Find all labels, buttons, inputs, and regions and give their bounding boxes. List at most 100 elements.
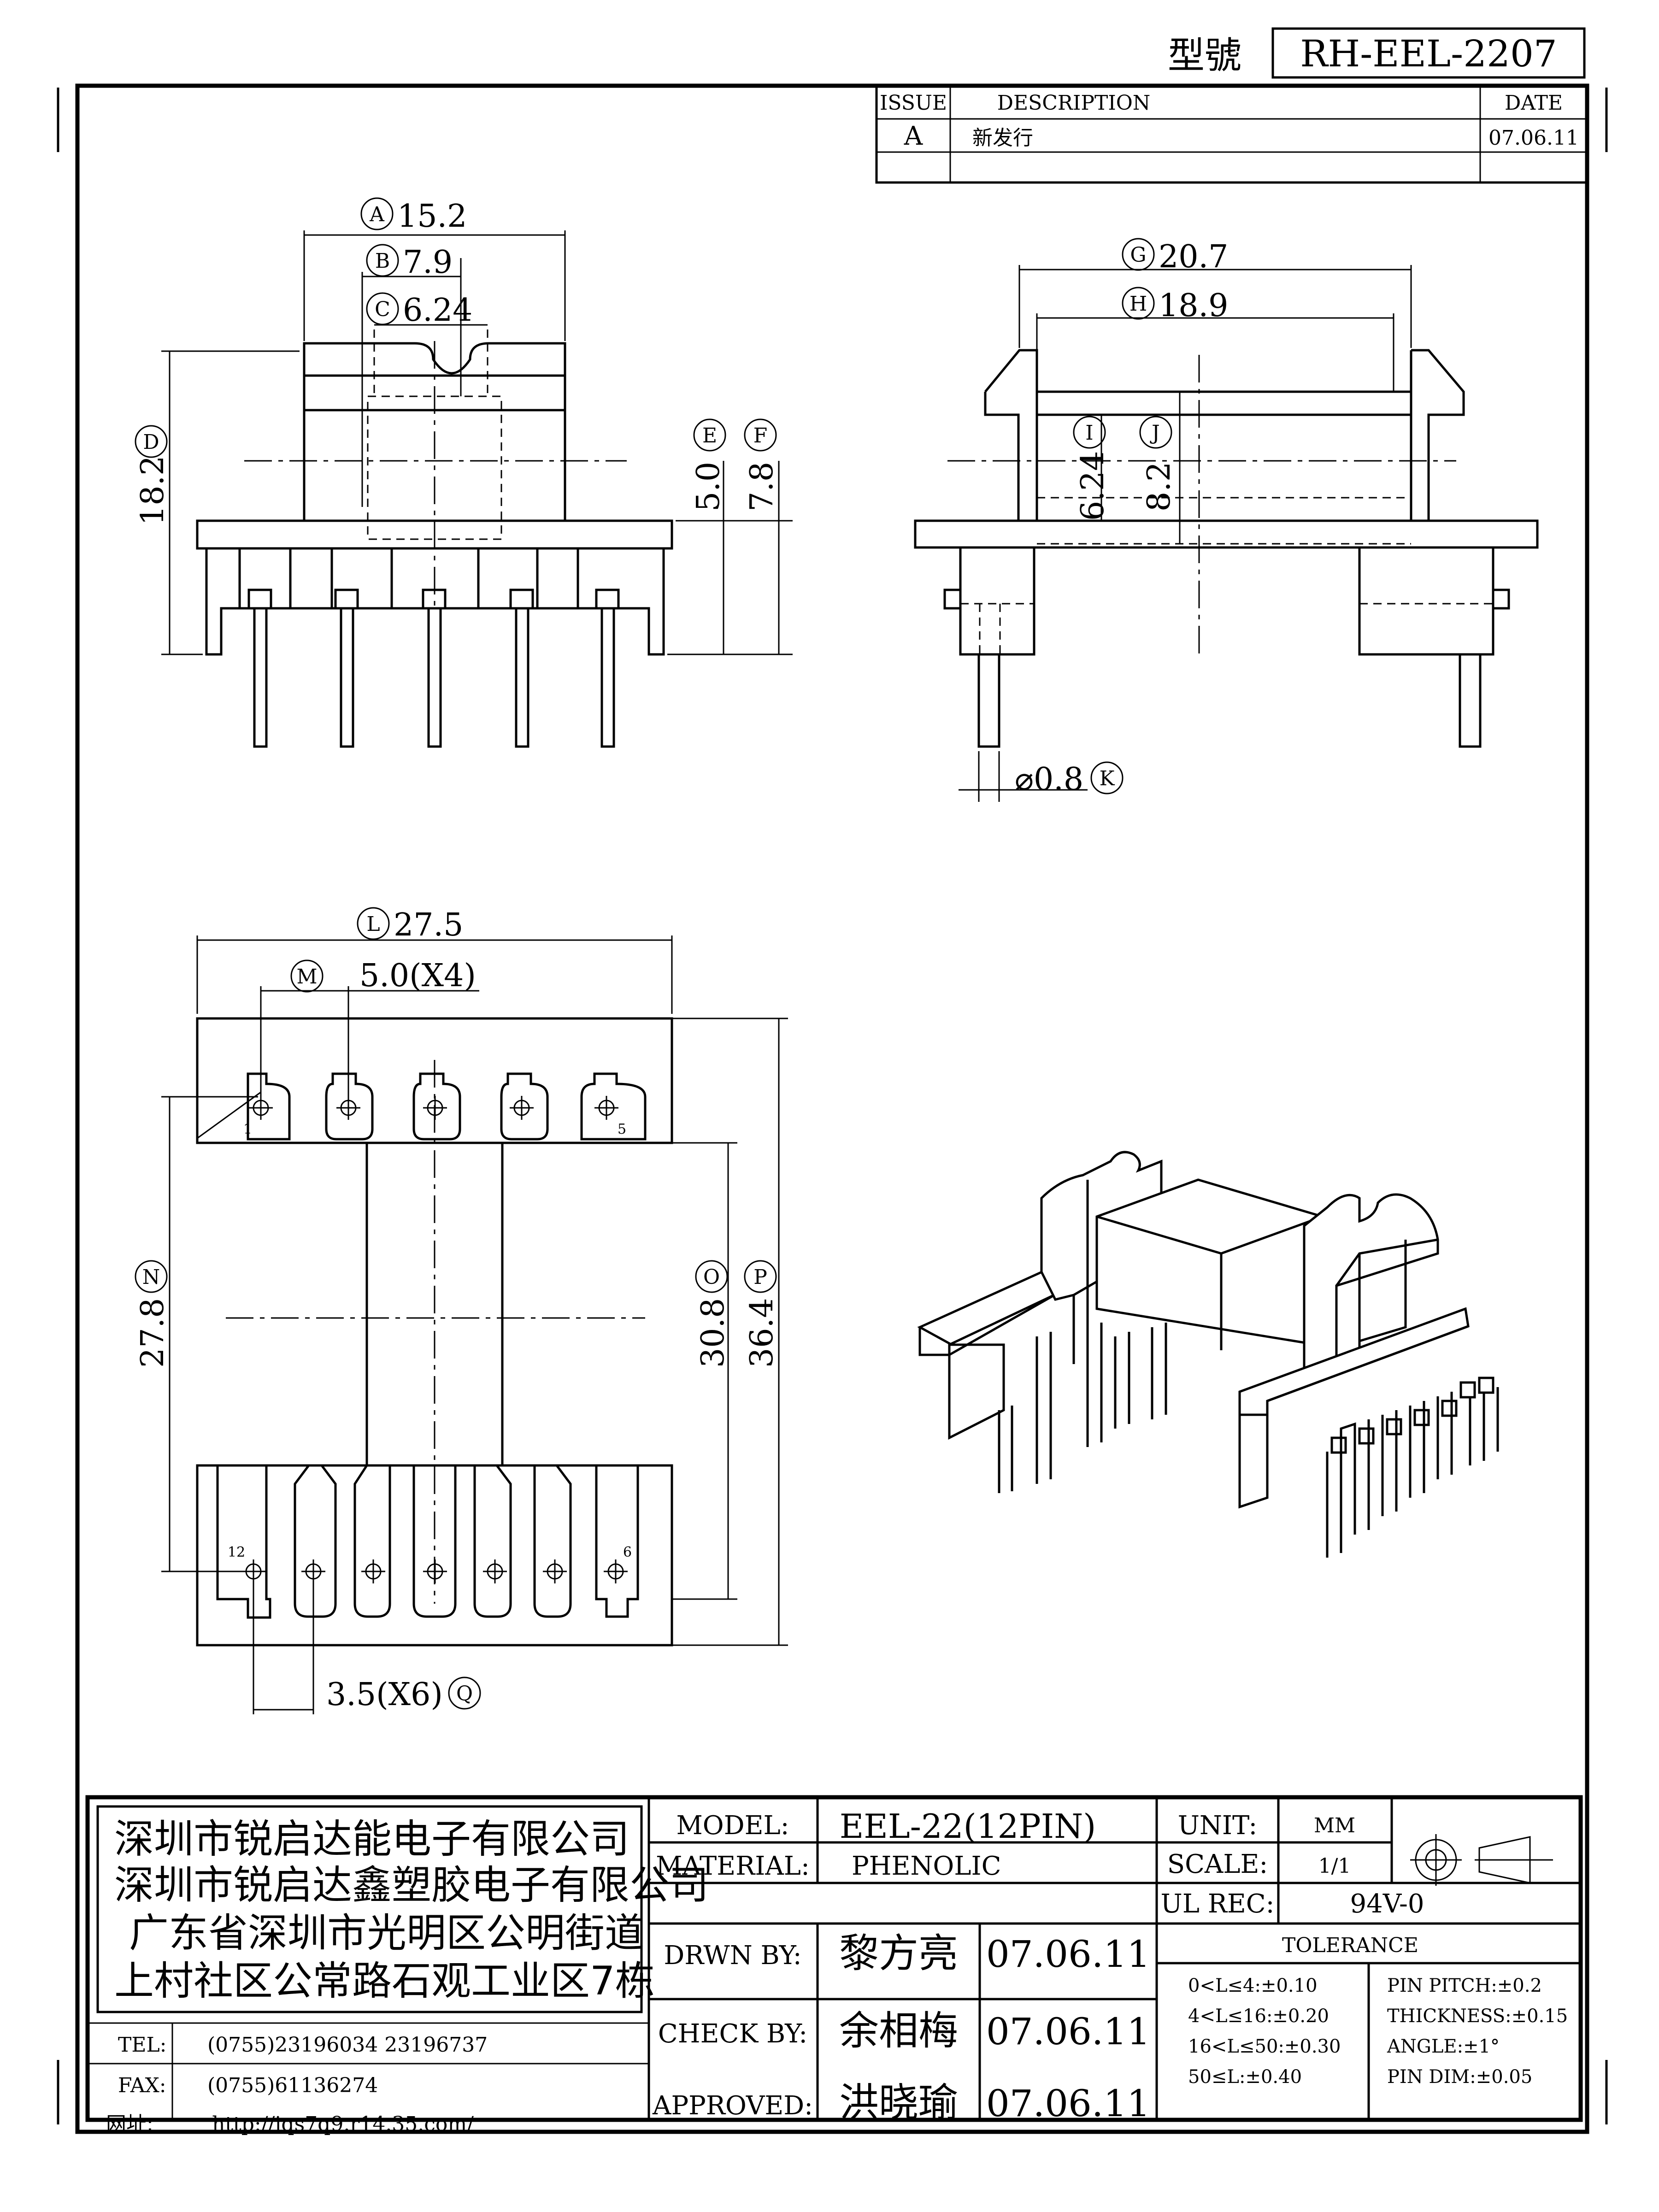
svg-text:E: E bbox=[702, 424, 717, 447]
svg-text:G: G bbox=[1130, 243, 1146, 267]
bottom-view: 1 5 12 6 bbox=[135, 907, 788, 1714]
front-view-pins bbox=[247, 588, 620, 748]
tel-value: (0755)23196034 23196737 bbox=[207, 2033, 488, 2057]
dim-M: M 5.0(X4) bbox=[290, 958, 476, 994]
tolerance-list-2: PIN PITCH:±0.2 THICKNESS:±0.15 ANGLE:±1°… bbox=[1387, 1975, 1568, 2088]
model-number-label: 型號 bbox=[1168, 34, 1241, 77]
scale-value: 1/1 bbox=[1318, 1854, 1351, 1878]
tolerance-pin-dim: PIN DIM:±0.05 bbox=[1387, 2066, 1532, 2088]
material-label: MATERIAL: bbox=[656, 1851, 810, 1881]
check-date: 07.06.11 bbox=[986, 2010, 1150, 2053]
revision-desc: 新发行 bbox=[972, 126, 1033, 150]
company-address-1: 广东省深圳市光明区公明街道 bbox=[129, 1910, 644, 1956]
fax-value: (0755)61136274 bbox=[207, 2074, 378, 2097]
tolerance-row-1: 0<L≤4:±0.10 bbox=[1188, 1975, 1318, 1996]
svg-text:B: B bbox=[375, 249, 390, 273]
ul-value: 94V-0 bbox=[1350, 1889, 1424, 1919]
company-address-2: 上村社区公常路石观工业区7栋 bbox=[114, 1958, 655, 2004]
dim-P: P 36.4 bbox=[744, 1260, 780, 1368]
fax-label: FAX: bbox=[118, 2074, 166, 2097]
dim-M-value: 5.0(X4) bbox=[359, 958, 476, 994]
dim-P-value: 36.4 bbox=[744, 1298, 780, 1368]
drawn-label: DRWN BY: bbox=[664, 1941, 801, 1971]
top-row-pads: 1 5 bbox=[197, 1072, 647, 1141]
unit-value: MM bbox=[1314, 1814, 1355, 1837]
approved-label: APPROVED: bbox=[652, 2091, 813, 2121]
dim-A: A 15.2 bbox=[360, 197, 467, 235]
svg-text:A: A bbox=[369, 203, 385, 226]
svg-text:O: O bbox=[703, 1265, 720, 1289]
dim-G: G 20.7 bbox=[1122, 238, 1228, 275]
dim-D: D 18.2 bbox=[135, 425, 171, 525]
model-number-header: 型號 RH-EEL-2207 bbox=[1168, 27, 1586, 79]
ul-label: UL REC: bbox=[1161, 1889, 1275, 1919]
svg-text:I: I bbox=[1085, 421, 1093, 445]
tolerance-pin-pitch: PIN PITCH:±0.2 bbox=[1387, 1975, 1542, 1996]
pin-label-1: 1 bbox=[243, 1121, 252, 1137]
dim-I-value: 6.24 bbox=[1075, 451, 1111, 521]
dim-O-value: 30.8 bbox=[695, 1298, 731, 1368]
tel-label: TEL: bbox=[118, 2033, 167, 2057]
dim-Q-value: 3.5(X6) bbox=[326, 1677, 443, 1713]
isometric-view bbox=[917, 1151, 1499, 1558]
tolerance-heading: TOLERANCE bbox=[1282, 1934, 1418, 1957]
dim-K: ⌀0.8 K bbox=[1015, 761, 1124, 798]
tolerance-row-2: 4<L≤16:±0.20 bbox=[1188, 2006, 1329, 2027]
dim-J: J 8.2 bbox=[1139, 416, 1177, 512]
web-label: 网址: bbox=[106, 2112, 153, 2136]
dim-B: B 7.9 bbox=[366, 244, 453, 281]
model-number: RH-EEL-2207 bbox=[1300, 32, 1557, 75]
dim-F-value: 7.8 bbox=[744, 462, 780, 512]
svg-text:F: F bbox=[753, 424, 768, 447]
revision-col-desc: DESCRIPTION bbox=[997, 91, 1151, 115]
tolerance-row-4: 50≤L:±0.40 bbox=[1188, 2066, 1302, 2088]
material-value: PHENOLIC bbox=[852, 1851, 1001, 1881]
drawn-date: 07.06.11 bbox=[986, 1933, 1150, 1976]
svg-text:N: N bbox=[142, 1265, 160, 1289]
check-label: CHECK BY: bbox=[658, 2019, 807, 2049]
dim-I: I 6.24 bbox=[1073, 416, 1111, 521]
tolerance-angle: ANGLE:±1° bbox=[1387, 2036, 1500, 2057]
dim-N: N 27.8 bbox=[135, 1260, 171, 1368]
dim-H: H 18.9 bbox=[1122, 287, 1228, 324]
dim-E: E 5.0 bbox=[690, 418, 727, 512]
dim-F: F 7.8 bbox=[744, 418, 780, 512]
svg-text:J: J bbox=[1150, 421, 1160, 445]
scale-label: SCALE: bbox=[1167, 1849, 1268, 1879]
tolerance-row-3: 16<L≤50:±0.30 bbox=[1188, 2036, 1341, 2057]
sheet-frame bbox=[57, 83, 1608, 2134]
projection-symbol-icon bbox=[1410, 1834, 1553, 1886]
approved-by: 洪晓瑜 bbox=[839, 2080, 958, 2126]
side-view: G 20.7 H 18.9 I 6.24 J 8.2 ⌀0.8 K bbox=[914, 238, 1539, 802]
dim-E-value: 5.0 bbox=[690, 462, 727, 512]
dim-D-value: 18.2 bbox=[135, 456, 171, 525]
front-view: A 15.2 B 7.9 C 6.24 D 18.2 E 5. bbox=[135, 197, 793, 748]
bottom-row-pads: 12 6 bbox=[216, 1464, 639, 1619]
svg-text:P: P bbox=[753, 1265, 767, 1289]
drawn-by: 黎方亮 bbox=[839, 1930, 958, 1977]
dim-G-value: 20.7 bbox=[1159, 239, 1228, 275]
dim-J-value: 8.2 bbox=[1141, 462, 1177, 512]
dim-O: O 30.8 bbox=[695, 1260, 731, 1368]
dim-H-value: 18.9 bbox=[1159, 288, 1228, 324]
dim-C-value: 6.24 bbox=[403, 292, 472, 329]
approved-date: 07.06.11 bbox=[986, 2082, 1150, 2125]
check-by: 余相梅 bbox=[839, 2008, 958, 2054]
model-label: MODEL: bbox=[676, 1811, 789, 1841]
tolerance-thickness: THICKNESS:±0.15 bbox=[1387, 2006, 1568, 2027]
tolerance-list: 0<L≤4:±0.10 4<L≤16:±0.20 16<L≤50:±0.30 5… bbox=[1188, 1975, 1341, 2088]
dim-B-value: 7.9 bbox=[403, 244, 453, 281]
dim-Q: 3.5(X6) Q bbox=[326, 1677, 481, 1713]
dim-A-value: 15.2 bbox=[397, 198, 467, 235]
svg-text:C: C bbox=[375, 298, 390, 321]
dim-K-value: ⌀0.8 bbox=[1015, 761, 1083, 798]
unit-label: UNIT: bbox=[1178, 1811, 1258, 1841]
company-name-2: 深圳市锐启达鑫塑胶电子有限公司 bbox=[114, 1862, 709, 1908]
revision-date: 07.06.11 bbox=[1488, 126, 1579, 150]
contact-info: TEL: (0755)23196034 23196737 FAX: (0755)… bbox=[106, 2033, 488, 2136]
dim-L-value: 27.5 bbox=[394, 907, 463, 943]
svg-text:H: H bbox=[1130, 292, 1147, 316]
pin-label-5: 5 bbox=[618, 1121, 626, 1137]
svg-text:D: D bbox=[143, 430, 159, 454]
